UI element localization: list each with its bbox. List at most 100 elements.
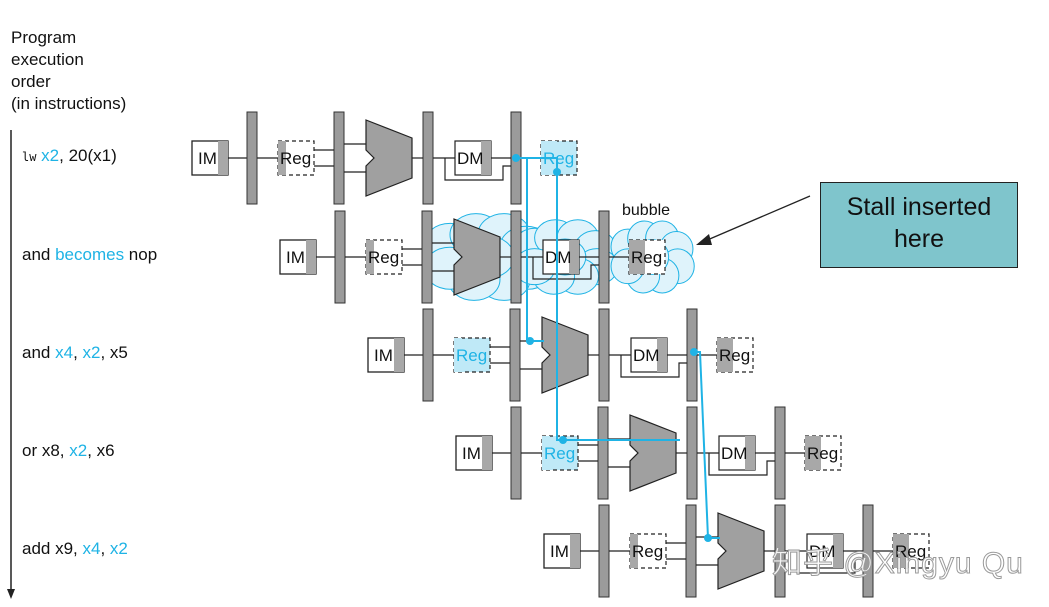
row-4-dm-label: DM bbox=[721, 444, 747, 463]
stall-callout: Stall inserted here bbox=[820, 182, 1018, 268]
row-5-dm-shade bbox=[833, 534, 843, 568]
row-2-dm-label: DM bbox=[545, 248, 571, 267]
forward-dot-4 bbox=[559, 436, 567, 444]
row-2-pipe-reg-2 bbox=[421, 210, 433, 304]
row-4-pipe-reg-4 bbox=[774, 406, 786, 500]
row-3-reg-label: Reg bbox=[456, 346, 487, 365]
instruction-1-part-3: , 20(x1) bbox=[59, 146, 117, 165]
row-2-pipe-reg-3 bbox=[510, 210, 522, 304]
instruction-3-part-2: x4 bbox=[55, 343, 74, 362]
instruction-2-part-1: and bbox=[22, 245, 56, 264]
row-3-dm-shade bbox=[657, 338, 667, 372]
row-3-pipe-reg-2 bbox=[509, 308, 521, 402]
row-3-dm-label: DM bbox=[633, 346, 659, 365]
row-1-dm-shade bbox=[481, 141, 491, 175]
row-4-im-shade bbox=[482, 436, 492, 470]
row-1-reg-shade bbox=[278, 141, 286, 175]
row-1-pipe-reg-2 bbox=[333, 111, 345, 205]
forward-dot-6 bbox=[704, 534, 712, 542]
row-2-dm-shade bbox=[569, 240, 579, 274]
instruction-1-part-2: x2 bbox=[36, 146, 60, 165]
instruction-5-part-2: x4 bbox=[82, 539, 101, 558]
row-3-wb-reg-shade bbox=[717, 338, 733, 372]
callout-line-2: here bbox=[893, 225, 945, 253]
row-4-reg-shade bbox=[542, 436, 550, 470]
row-2-wire-bypass bbox=[532, 257, 599, 280]
row-4-wb-reg-label: Reg bbox=[807, 444, 838, 463]
row-2-pipe-reg-4 bbox=[598, 210, 610, 304]
row-1-pipe-reg-1 bbox=[246, 111, 258, 205]
instruction-5: add x9, x4, x2 bbox=[22, 539, 128, 559]
instruction-3-part-4: x2 bbox=[82, 343, 101, 362]
row-4-im-label: IM bbox=[462, 444, 481, 463]
instruction-3-part-3: , bbox=[73, 343, 83, 362]
header-line-3: order bbox=[11, 72, 51, 91]
header-line-4: (in instructions) bbox=[11, 94, 127, 113]
bubble-label: bubble bbox=[622, 202, 671, 219]
row-3-im-label: IM bbox=[374, 346, 393, 365]
row-1-wire-bypass bbox=[444, 158, 511, 181]
row-5-pipe-reg-2 bbox=[685, 504, 697, 598]
forward-path-row4 bbox=[516, 157, 680, 441]
row-5-wb-reg-shade bbox=[893, 534, 909, 568]
row-4-pipe-reg-2 bbox=[597, 406, 609, 500]
instruction-5-part-4: x2 bbox=[109, 539, 128, 558]
callout-arrow bbox=[704, 195, 811, 242]
instruction-1-part-1: lw bbox=[22, 150, 37, 164]
instruction-1: lw x2, 20(x1) bbox=[22, 146, 117, 166]
row-2-wb-reg-shade bbox=[629, 240, 645, 274]
row-5-im-shade bbox=[570, 534, 580, 568]
row-4-pipe-reg-3 bbox=[686, 406, 698, 500]
row-1-dm-label: DM bbox=[457, 149, 483, 168]
row-2-im-shade bbox=[306, 240, 316, 274]
row-5-dm-label: DM bbox=[809, 542, 835, 561]
watermark: 知乎 @Xingyu Qu bbox=[772, 547, 1024, 581]
callout-line-1: Stall inserted bbox=[846, 193, 992, 221]
instruction-3-part-5: , x5 bbox=[100, 343, 128, 362]
row-3-wb-reg-label: Reg bbox=[719, 346, 750, 365]
instruction-2-part-3: nop bbox=[124, 245, 158, 264]
instruction-5-part-3: , bbox=[100, 539, 110, 558]
instruction-3-part-1: and bbox=[22, 343, 56, 362]
header-line-1: Program bbox=[11, 28, 77, 47]
row-5-pipe-reg-1 bbox=[598, 504, 610, 598]
forward-path-row5 bbox=[694, 351, 720, 539]
row-3-alu bbox=[541, 316, 589, 394]
row-5-im-label: IM bbox=[550, 542, 569, 561]
row-4-alu bbox=[629, 414, 677, 492]
program-order-arrowhead bbox=[7, 589, 15, 599]
row-5-reg-shade bbox=[630, 534, 638, 568]
row-2-reg-label: Reg bbox=[368, 248, 399, 267]
row-3-wire-bypass bbox=[620, 355, 687, 378]
instruction-2: and becomes nop bbox=[22, 245, 157, 265]
row-2-reg-shade bbox=[366, 240, 374, 274]
row-3-pipe-reg-1 bbox=[422, 308, 434, 402]
row-4-dm-shade bbox=[745, 436, 755, 470]
row-1-wb-reg-label: Reg bbox=[543, 149, 574, 168]
row-5-wb-reg-label: Reg bbox=[895, 542, 926, 561]
row-1-alu bbox=[365, 119, 413, 197]
callout-arrowhead bbox=[696, 234, 712, 245]
header-line-2: execution bbox=[11, 50, 84, 69]
row-2-im-label: IM bbox=[286, 248, 305, 267]
row-1-reg-label: Reg bbox=[280, 149, 311, 168]
row-3-pipe-reg-3 bbox=[598, 308, 610, 402]
instruction-3: and x4, x2, x5 bbox=[22, 343, 128, 363]
row-4-reg-label: Reg bbox=[544, 444, 575, 463]
row-2-alu bbox=[453, 218, 501, 296]
row-1-pipe-reg-3 bbox=[422, 111, 434, 205]
row-5-reg-label: Reg bbox=[632, 542, 663, 561]
instruction-5-part-1: add x9, bbox=[22, 539, 83, 558]
program-order-header: Program execution order (in instructions… bbox=[11, 27, 126, 115]
instruction-4-part-1: or x8, bbox=[22, 441, 70, 460]
row-2-wb-reg-label: Reg bbox=[631, 248, 662, 267]
row-4-wb-reg-shade bbox=[805, 436, 821, 470]
instruction-2-part-2: becomes bbox=[55, 245, 125, 264]
row-4-pipe-reg-1 bbox=[510, 406, 522, 500]
row-2-pipe-reg-1 bbox=[334, 210, 346, 304]
row-3-reg-shade bbox=[454, 338, 462, 372]
instruction-4-part-2: x2 bbox=[69, 441, 88, 460]
forward-dot-1 bbox=[512, 154, 520, 162]
row-5-alu bbox=[717, 512, 765, 590]
